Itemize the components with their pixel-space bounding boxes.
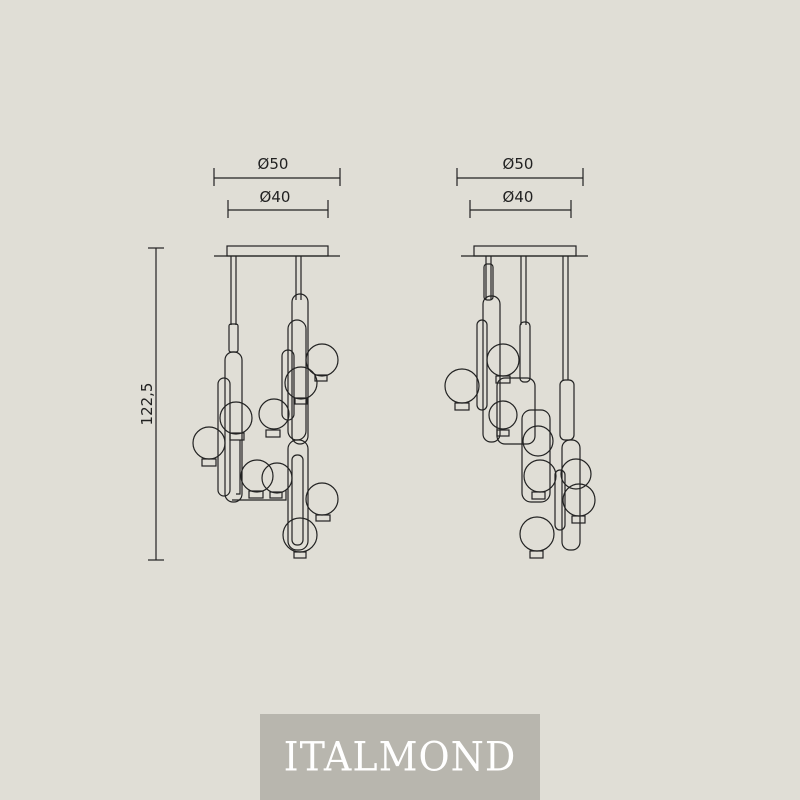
right-diameter-inner-dimension	[469, 200, 572, 218]
left-diameter-outer-label: Ø50	[258, 155, 289, 173]
left-canopy	[226, 245, 329, 257]
right-diameter-inner-label: Ø40	[503, 188, 534, 206]
right-diameter-outer-label: Ø50	[503, 155, 534, 173]
brand-logo-text: ITALMOND	[283, 733, 517, 781]
brand-logo-box: ITALMOND	[260, 714, 540, 800]
left-diameter-outer-dimension	[213, 168, 341, 186]
right-pendant-lamp	[444, 245, 596, 559]
left-pendant-lamp	[192, 245, 340, 559]
left-height-label: 122,5	[138, 383, 156, 426]
right-diameter-outer-dimension	[456, 168, 584, 186]
right-canopy	[473, 245, 577, 257]
left-height-dimension	[148, 247, 164, 561]
left-diameter-inner-label: Ø40	[260, 188, 291, 206]
left-diameter-inner-dimension	[227, 200, 329, 218]
